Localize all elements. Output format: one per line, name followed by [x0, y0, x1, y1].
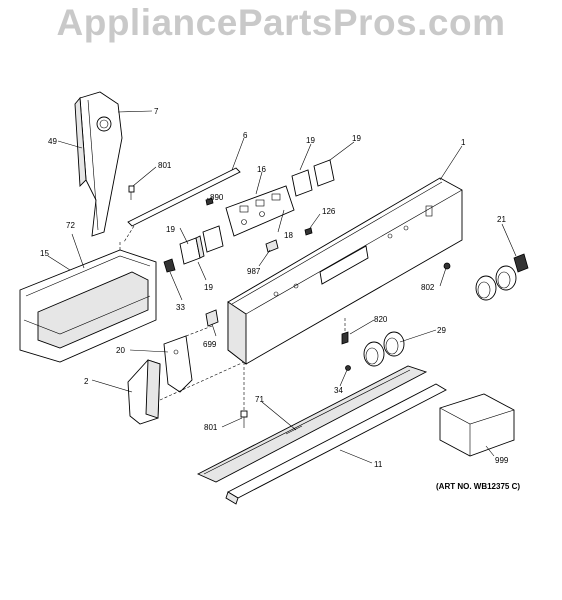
callout-11: 11	[374, 460, 383, 469]
part-trim-strip-11	[225, 383, 447, 505]
part-switch-19-b	[202, 225, 224, 253]
callout-7: 7	[154, 107, 159, 116]
callout-699: 699	[203, 340, 217, 349]
callout-15: 15	[40, 249, 49, 258]
callout-16: 16	[257, 165, 266, 174]
callout-19-b: 19	[204, 283, 213, 292]
part-screw-802	[443, 262, 451, 270]
part-block-987	[265, 239, 279, 253]
part-screw-820	[341, 318, 349, 345]
part-clip-699	[205, 309, 219, 327]
callout-72: 72	[66, 221, 75, 230]
part-bracket-strip	[74, 91, 123, 237]
callout-820: 820	[374, 315, 388, 324]
callout-801-upper: 801	[158, 161, 172, 170]
part-trim-strip-71	[196, 365, 428, 483]
part-bracket-20	[163, 335, 193, 393]
part-box-999	[439, 393, 515, 457]
assembly-dash-lines	[123, 225, 245, 410]
part-knobs-right	[475, 265, 517, 301]
part-knobs-29	[363, 331, 405, 367]
callout-49: 49	[48, 137, 57, 146]
callout-labels: 7 49 801 6 16 19 19 1 890 19 19 18 126 7…	[40, 107, 509, 469]
part-indicator-21	[513, 253, 529, 273]
part-end-cap-tray	[19, 240, 157, 363]
callout-21: 21	[497, 215, 506, 224]
callout-987: 987	[247, 267, 261, 276]
part-control-board	[225, 185, 295, 237]
part-screw-34	[345, 365, 351, 371]
callout-126: 126	[322, 207, 336, 216]
part-screw-801-upper	[128, 185, 135, 200]
callout-999: 999	[495, 456, 509, 465]
callout-19-a: 19	[166, 225, 175, 234]
callout-802: 802	[421, 283, 435, 292]
callout-801-lower: 801	[204, 423, 218, 432]
watermark-text: AppliancePartsPros.com	[56, 2, 506, 43]
callout-34: 34	[334, 386, 343, 395]
callout-71: 71	[255, 395, 264, 404]
part-trim-strip-6	[127, 167, 241, 227]
art-number-note: (ART NO. WB12375 C)	[436, 482, 521, 491]
part-screw-890	[205, 197, 214, 206]
part-side-bracket-2	[127, 359, 161, 425]
part-switch-19-a	[179, 235, 205, 265]
callout-29: 29	[437, 326, 446, 335]
callout-2: 2	[84, 377, 89, 386]
part-backsplash-panel	[227, 177, 463, 365]
callout-33: 33	[176, 303, 185, 312]
part-screw-801-lower	[240, 410, 248, 428]
callout-19-c: 19	[306, 136, 315, 145]
part-switch-19-d	[313, 159, 335, 187]
callout-18: 18	[284, 231, 293, 240]
part-switch-19-c	[291, 169, 313, 197]
callout-6: 6	[243, 131, 248, 140]
part-clip-33	[163, 258, 176, 273]
callout-20: 20	[116, 346, 125, 355]
callout-890: 890	[210, 193, 224, 202]
callout-leaders	[47, 110, 517, 464]
callout-19-d: 19	[352, 134, 361, 143]
part-screw-126	[304, 227, 313, 236]
callout-1: 1	[461, 138, 466, 147]
